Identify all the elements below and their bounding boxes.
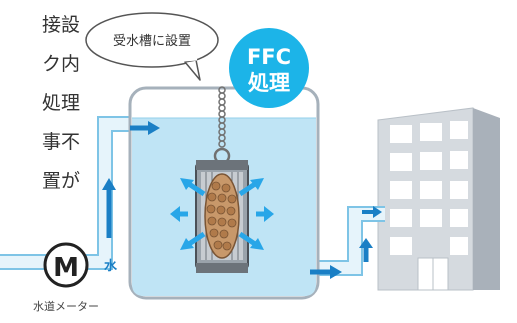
text-line-3: 処理 bbox=[41, 92, 80, 114]
ffc-badge: FFC 処理 bbox=[229, 28, 309, 108]
badge-line-1: FFC bbox=[247, 45, 291, 69]
pipe-inlet bbox=[0, 116, 150, 270]
text-line-5: 置が bbox=[41, 170, 80, 192]
text-line-1: 接設 bbox=[41, 14, 80, 36]
meter-caption: 水道メーター bbox=[33, 299, 99, 313]
meter-letter: M bbox=[53, 253, 79, 283]
water-label: 水 bbox=[104, 258, 118, 274]
radiating-arrows bbox=[170, 178, 274, 250]
speech-bubble: 受水槽に設置 bbox=[85, 12, 219, 81]
flow-arrows bbox=[102, 121, 382, 279]
building bbox=[377, 107, 500, 291]
text-line-2: ク内 bbox=[41, 53, 80, 75]
badge-line-2: 処理 bbox=[248, 71, 290, 95]
ffc-filter-cartridge bbox=[195, 160, 249, 273]
water-meter: M bbox=[43, 242, 89, 288]
speech-bubble-text: 受水槽に設置 bbox=[113, 33, 191, 49]
text-line-4: 事不 bbox=[41, 131, 80, 153]
